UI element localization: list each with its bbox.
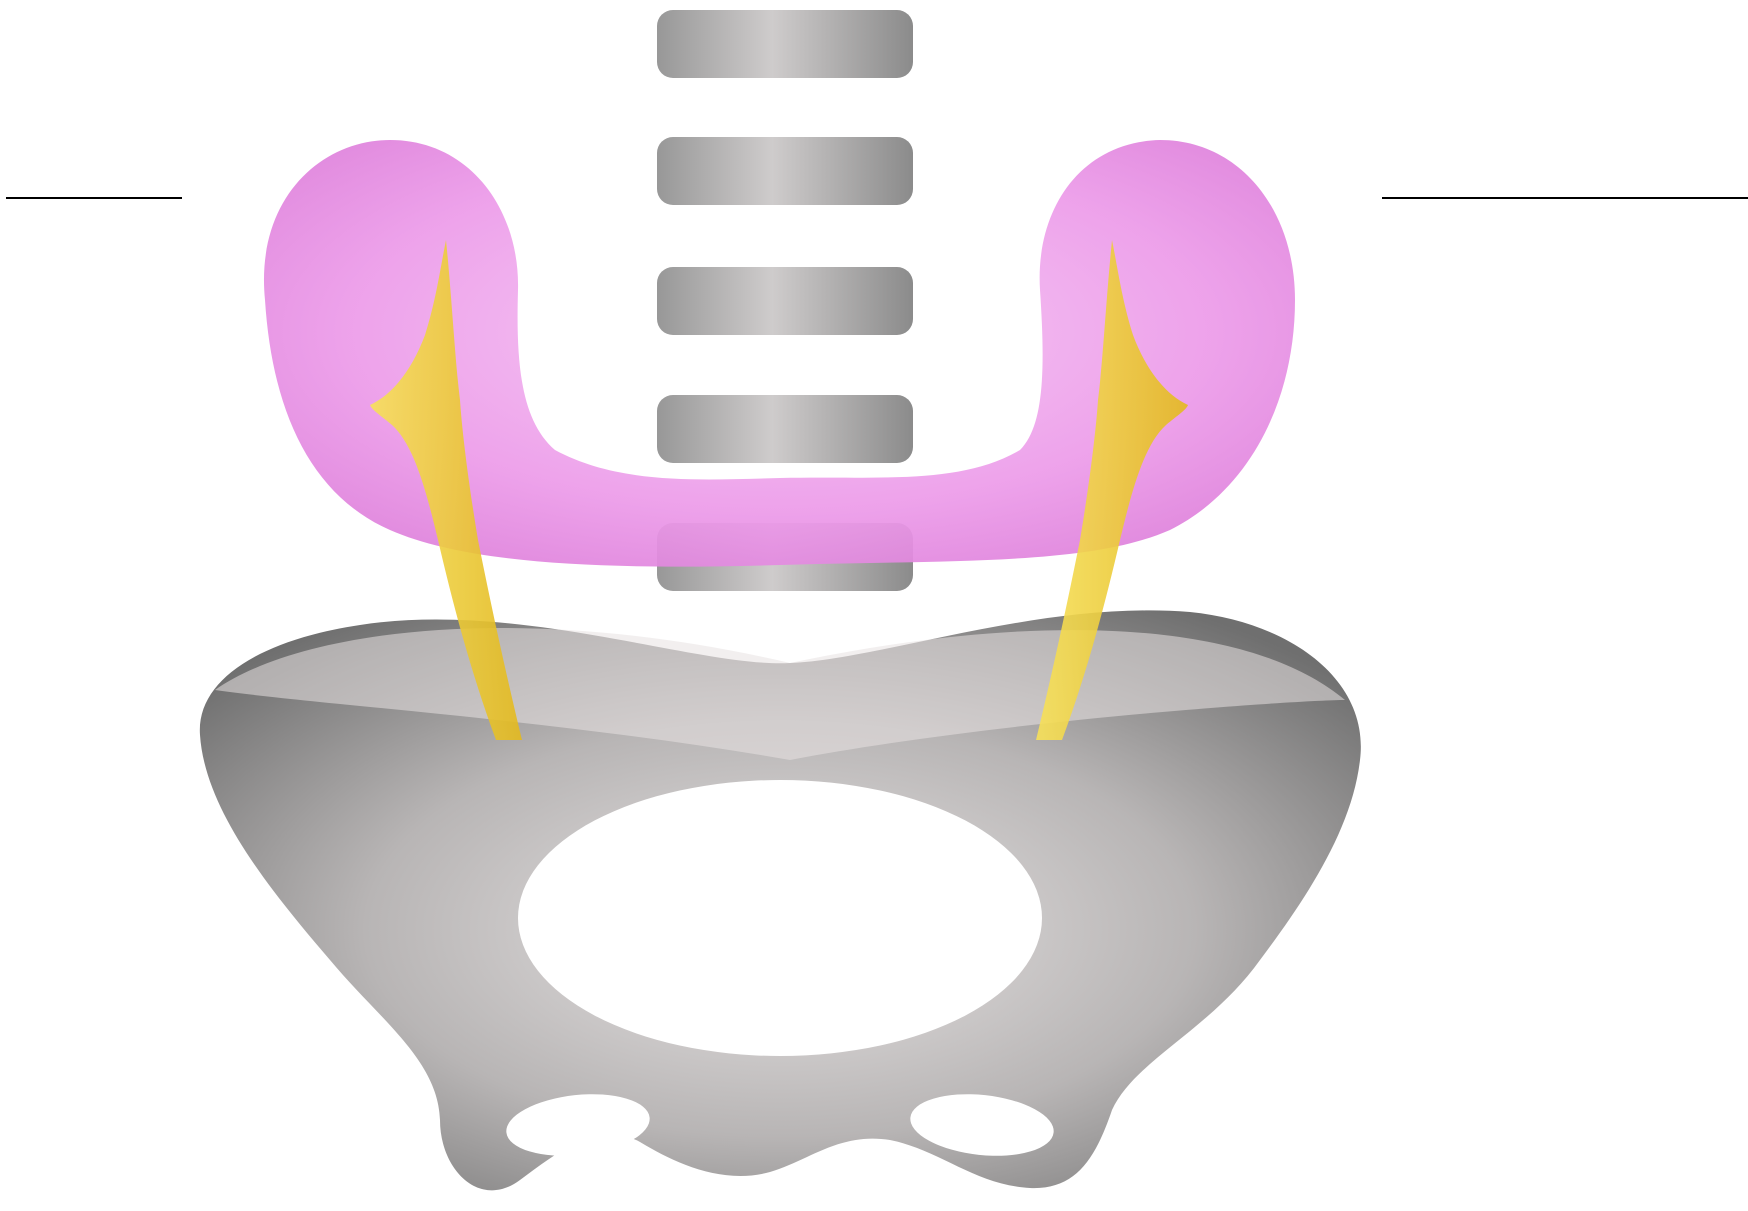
vertebra (657, 10, 913, 78)
pelvic-inlet (518, 780, 1042, 1056)
vertebra (657, 395, 913, 463)
vertebra (657, 137, 913, 205)
vertebra (657, 267, 913, 335)
pelvis (200, 610, 1361, 1190)
